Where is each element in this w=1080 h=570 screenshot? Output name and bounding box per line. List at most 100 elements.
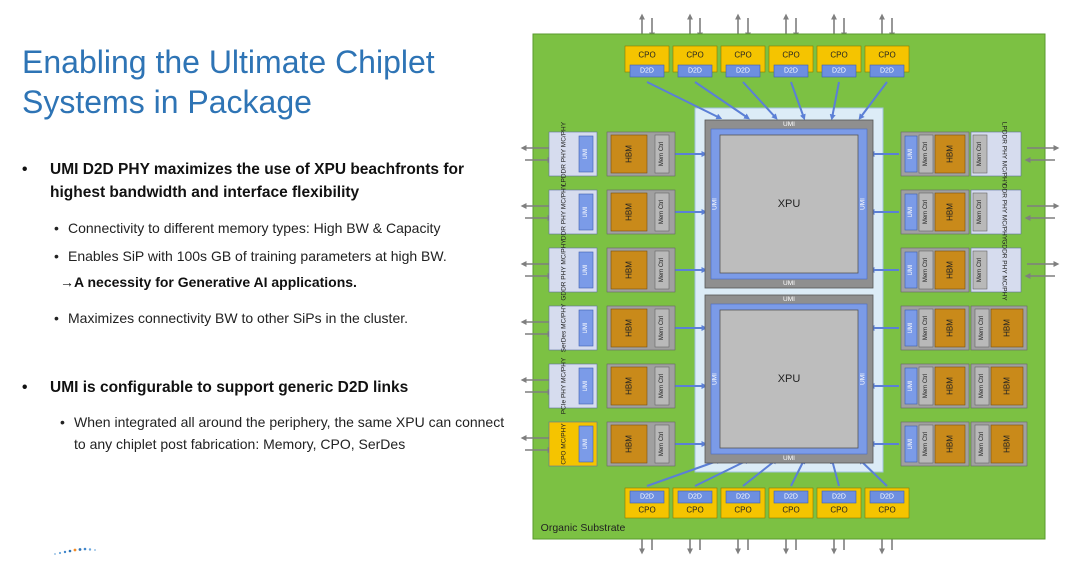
d2d-label: D2D (688, 68, 702, 75)
mem-ctrl-label: Mem Ctrl (977, 142, 983, 166)
mem-ctrl-block (654, 424, 670, 464)
left-phy-umi (578, 367, 594, 405)
cpo-label: CPO (878, 51, 895, 60)
mem-ctrl-block (918, 250, 934, 290)
d2d-block-top (725, 64, 761, 78)
d2d-label: D2D (880, 68, 894, 75)
logo-icon (54, 547, 96, 555)
d2d-block-top (869, 64, 905, 78)
cpo-link-arrow (694, 458, 751, 487)
d2d-block-bottom (821, 490, 857, 504)
bullet-dot: • (54, 220, 59, 236)
left-phy-label: SerDes MC/PHY (561, 303, 568, 352)
left-phy-umi (578, 425, 594, 463)
d2d-label: D2D (832, 68, 846, 75)
hbm-stack (610, 308, 648, 348)
cpo-link-arrow (742, 81, 778, 120)
mem-ctrl-block (918, 134, 934, 174)
cpo-label: CPO (686, 506, 703, 515)
mem-ctrl-block (654, 134, 670, 174)
umi-label: UMI (583, 438, 589, 449)
umi-label: UMI (583, 206, 589, 217)
cpo-link-arrow (790, 81, 806, 121)
xpu-umi-label-right: UMI (860, 373, 867, 385)
d2d-label: D2D (832, 494, 846, 501)
sub-bullet-connectivity: • Connectivity to different memory types:… (54, 217, 514, 239)
hbm-label: HBM (946, 203, 955, 221)
mem-ctrl-label: Mem Ctrl (923, 200, 929, 224)
xpu-umi-label-top: UMI (783, 121, 795, 128)
xpu-umi-label-bottom: UMI (783, 280, 795, 287)
right-umi-block (904, 309, 918, 347)
d2d-block-top (773, 64, 809, 78)
right-umi-block (904, 425, 918, 463)
mem-ctrl-label: Mem Ctrl (977, 258, 983, 282)
d2d-block-bottom (677, 490, 713, 504)
cpo-label: CPO (638, 506, 655, 515)
xpu-core (719, 134, 859, 274)
xpu-label: XPU (778, 373, 801, 385)
bullet-text: When integrated all around the periphery… (74, 414, 505, 452)
d2d-block-top (629, 64, 665, 78)
hbm-label: HBM (946, 377, 955, 395)
mem-ctrl-block (918, 366, 934, 406)
mem-ctrl-label: Mem Ctrl (659, 316, 665, 340)
cpo-link-arrow (646, 81, 723, 120)
bullet-dot: • (54, 310, 59, 326)
xpu-umi-label-left: UMI (712, 198, 719, 210)
d2d-label: D2D (736, 494, 750, 501)
hbm-label: HBM (946, 435, 955, 453)
mem-ctrl-label: Mem Ctrl (979, 374, 985, 398)
cpo-label: CPO (734, 506, 751, 515)
mem-ctrl-block (972, 134, 988, 174)
umi-label: UMI (908, 322, 914, 333)
left-phy-label: PCIe PHY MC/PHY (561, 357, 568, 414)
title-line-2: Systems in Package (22, 84, 312, 120)
hbm-stack (610, 424, 648, 464)
mem-ctrl-block (654, 308, 670, 348)
bullet-dot: • (22, 379, 28, 396)
d2d-block-bottom (725, 490, 761, 504)
hbm-stack (934, 192, 966, 232)
d2d-label: D2D (784, 494, 798, 501)
umi-label: UMI (583, 264, 589, 275)
hbm-stack (610, 192, 648, 232)
mem-ctrl-block (974, 424, 990, 464)
title-line-1: Enabling the Ultimate Chiplet (22, 44, 435, 80)
hbm-stack (934, 308, 966, 348)
xpu-core (719, 309, 859, 449)
substrate-label: Organic Substrate (541, 522, 626, 534)
note-text: A necessity for Generative AI applicatio… (74, 274, 357, 290)
cpo-link-arrow (858, 81, 888, 120)
d2d-label: D2D (784, 68, 798, 75)
mem-ctrl-block (918, 192, 934, 232)
cpo-link-arrow (830, 457, 840, 487)
d2d-label: D2D (880, 494, 894, 501)
mem-ctrl-label: Mem Ctrl (979, 316, 985, 340)
hbm-label: HBM (625, 261, 634, 279)
left-phy-label: GDDR PHY MC/PHY (561, 239, 568, 301)
right-phy-label: GDDR PHY MC/PHY (1001, 239, 1008, 301)
bullet-text: UMI D2D PHY maximizes the use of XPU bea… (50, 161, 465, 201)
mem-ctrl-label: Mem Ctrl (977, 200, 983, 224)
bullet-text: Maximizes connectivity BW to other SiPs … (68, 310, 409, 326)
right-umi-block (904, 135, 918, 173)
bullet-umi-configurable: •UMI is configurable to support generic … (22, 376, 517, 399)
hbm-stack (990, 366, 1024, 406)
hbm-stack (990, 424, 1024, 464)
umi-label: UMI (583, 148, 589, 159)
left-phy-umi (578, 309, 594, 347)
mem-ctrl-label: Mem Ctrl (923, 258, 929, 282)
right-umi-block (904, 367, 918, 405)
left-phy-umi (578, 251, 594, 289)
right-umi-block (904, 193, 918, 231)
bullet-text: Connectivity to different memory types: … (68, 220, 441, 236)
cpo-link-arrow (694, 81, 750, 120)
mem-ctrl-label: Mem Ctrl (659, 200, 665, 224)
xpu-label: XPU (778, 198, 801, 210)
arrow-icon: → (60, 274, 74, 290)
left-phy-umi (578, 135, 594, 173)
hbm-stack (610, 250, 648, 290)
chiplet-diagram: Organic Substrate XPU UMI UMI UMI UMI XPU UMI UM… (520, 13, 1060, 555)
